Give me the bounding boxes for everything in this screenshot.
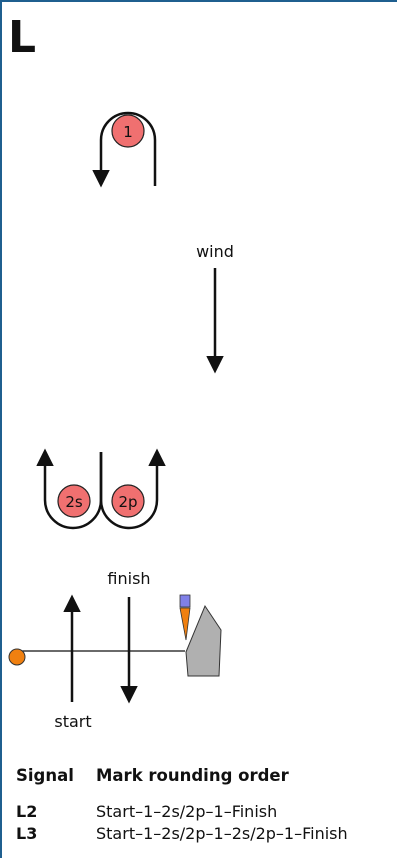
- legend-signal: L2: [16, 802, 38, 821]
- gate-2p-rounding-arrow: [99, 448, 166, 530]
- orange-flag: [179, 607, 191, 641]
- mark-2s-label: 2s: [65, 493, 83, 511]
- legend-row: L3 Start–1–2s/2p–1–2s/2p–1–Finish: [16, 824, 396, 846]
- mark-2s-buoy: [57, 484, 91, 518]
- gate-2s-rounding-arrow: [36, 448, 103, 530]
- blue-flag: [179, 594, 191, 608]
- course-letter: L: [8, 12, 36, 63]
- mark-1-rounding-arrow: [92, 111, 157, 188]
- start-label: start: [54, 712, 91, 731]
- mark-1-label: 1: [123, 123, 133, 141]
- committee-boat: [185, 604, 222, 677]
- mark-2p-label: 2p: [118, 493, 137, 511]
- legend-header-signal: Signal: [16, 766, 74, 785]
- course-diagram: L 1 wind 2s 2p finish start: [8, 12, 234, 731]
- legend-order: Start–1–2s/2p–1–Finish: [96, 802, 278, 821]
- legend-header-order: Mark rounding order: [96, 766, 289, 785]
- mark-1-buoy: [111, 114, 145, 148]
- finish-label: finish: [107, 569, 150, 588]
- legend-header: Signal Mark rounding order: [16, 766, 396, 788]
- legend-signal: L3: [16, 824, 38, 843]
- signal-legend: Signal Mark rounding order L2 Start–1–2s…: [16, 766, 396, 846]
- wind-label: wind: [196, 242, 234, 261]
- start-pin-buoy: [8, 648, 26, 666]
- mark-2p-buoy: [111, 484, 145, 518]
- legend-row: L2 Start–1–2s/2p–1–Finish: [16, 802, 396, 824]
- legend-order: Start–1–2s/2p–1–2s/2p–1–Finish: [96, 824, 348, 843]
